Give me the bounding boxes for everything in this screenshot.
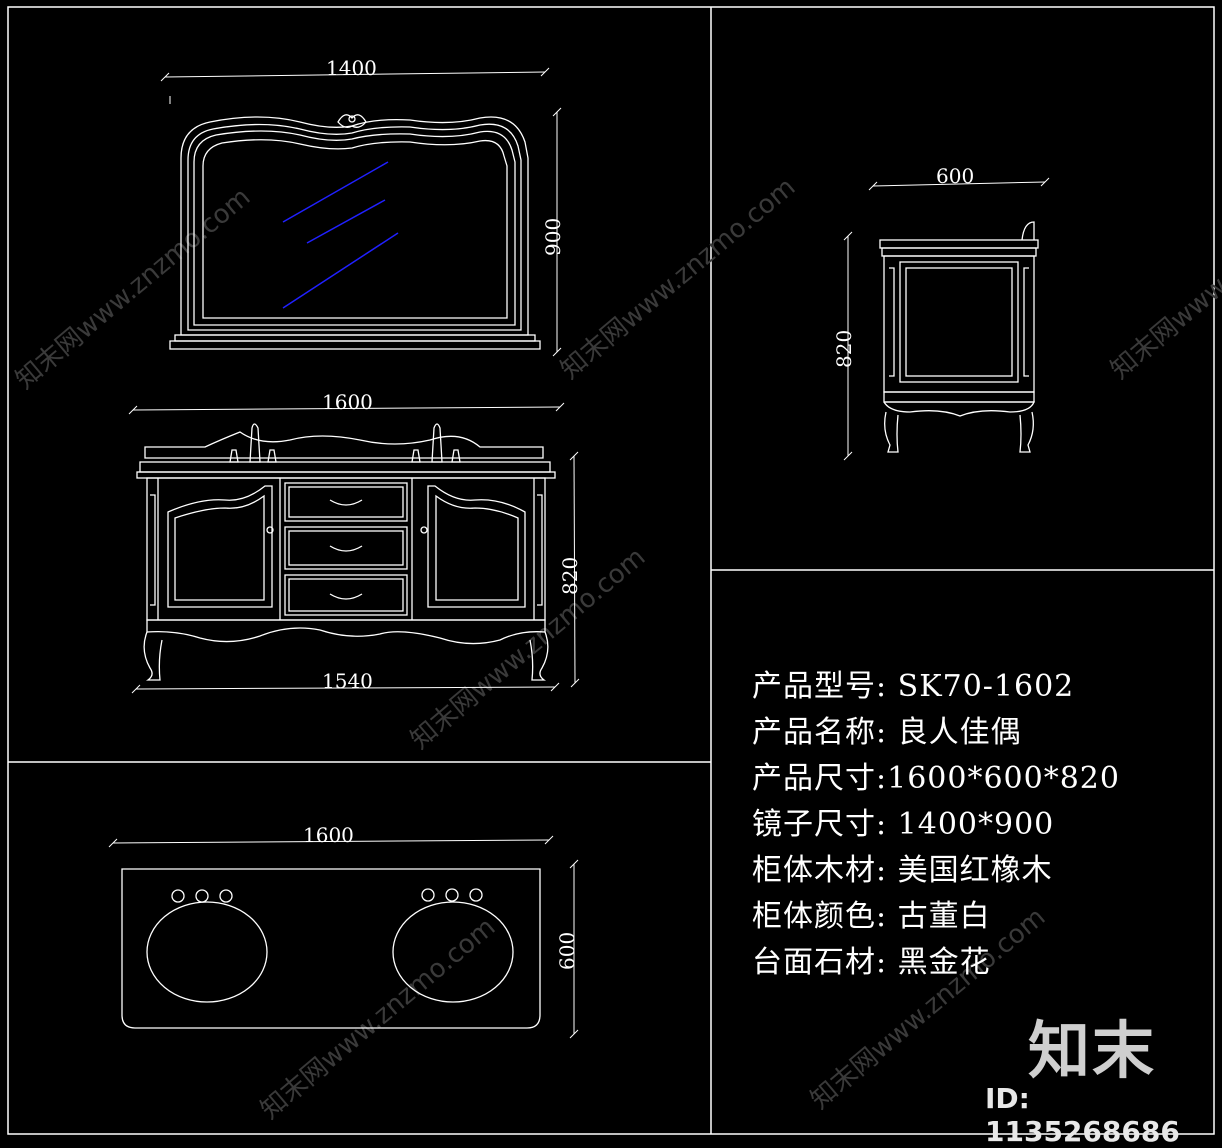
countertop-plan — [121, 868, 541, 1029]
watermark-text: 知末网www.znzmo.com — [255, 912, 501, 1125]
cabinet-width-label: 1600 — [322, 390, 373, 414]
spec-line-name: 产品名称: 良人佳偶 — [752, 715, 1022, 750]
watermark-text: 知末网www.znzmo.com — [405, 542, 651, 755]
watermark-text: 知末网www.znzmo.com — [10, 182, 256, 395]
mirror-reflection-lines — [282, 161, 399, 309]
spec-line-model: 产品型号: SK70-1602 — [752, 669, 1075, 704]
mirror-dimension-lines — [160, 67, 562, 357]
mirror-elevation — [169, 114, 541, 350]
side-height-label: 820 — [832, 330, 856, 368]
spec-line-mirror-size: 镜子尺寸: 1400*900 — [752, 807, 1055, 842]
top-depth-label: 600 — [555, 932, 579, 970]
cabinet-base-width-label: 1540 — [322, 669, 373, 693]
watermark-pattern: 知末网www.znzmo.com 知末网www.znzmo.com 知末网www… — [10, 172, 1222, 1125]
mirror-width-label: 1400 — [326, 56, 377, 80]
mirror-crest — [337, 114, 367, 128]
mirror-height-label: 900 — [541, 218, 565, 256]
side-depth-label: 600 — [936, 164, 974, 188]
top-width-label: 1600 — [303, 823, 354, 847]
cabinet-dimension-lines — [128, 402, 580, 694]
watermark-id: ID: 1135268686 — [985, 1082, 1180, 1148]
cabinet-height-label: 820 — [558, 557, 582, 595]
side-dimension-lines — [843, 177, 1050, 461]
spec-line-color: 柜体颜色: 古董白 — [752, 899, 991, 934]
spec-line-stone: 台面石材: 黑金花 — [752, 945, 991, 980]
watermark-text: 知末网www.znzmo.com — [555, 172, 801, 385]
side-elevation — [879, 221, 1039, 453]
frame-borders — [7, 6, 1215, 1135]
spec-line-size: 产品尺寸:1600*600*820 — [752, 761, 1120, 796]
spec-line-wood: 柜体木材: 美国红橡木 — [752, 853, 1053, 888]
cabinet-front-elevation — [136, 423, 556, 681]
watermark-logo: 知末 — [1028, 1014, 1157, 1087]
watermark-text: 知末网www.znzmo.com — [1105, 172, 1222, 385]
top-dimension-lines — [108, 835, 579, 1039]
